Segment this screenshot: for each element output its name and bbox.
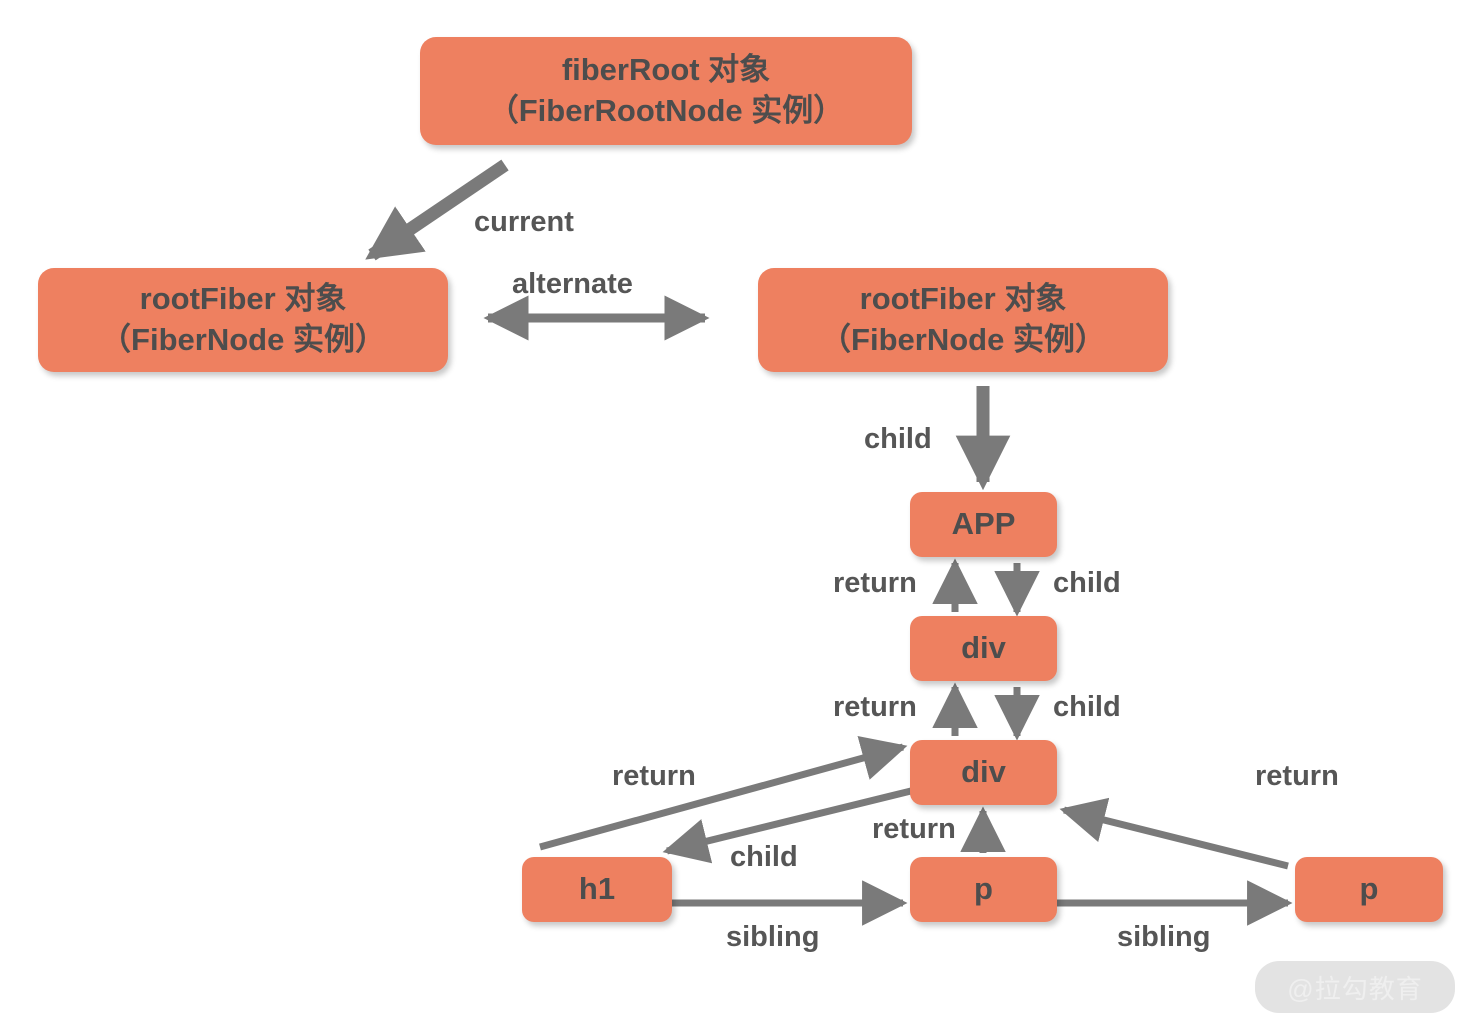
node-app-label: APP: [951, 506, 1016, 542]
node-div-outer[interactable]: div: [910, 616, 1057, 681]
edge-h1-return-arrow: [539, 735, 908, 851]
node-p-right[interactable]: p: [1295, 857, 1443, 922]
edge-label-div1-child: child: [1053, 691, 1121, 723]
node-root-fiber-right-line1: rootFiber 对象: [859, 281, 1067, 317]
edge-pright-return-arrow: [1059, 797, 1289, 870]
node-fiber-root-line1: fiberRoot 对象: [561, 52, 771, 88]
edge-label-root-child: child: [864, 423, 932, 455]
edge-label-div1-return: return: [833, 567, 917, 599]
node-root-fiber-left[interactable]: rootFiber 对象 （FiberNode 实例）: [38, 268, 448, 372]
edge-label-h1-sibling: sibling: [726, 921, 820, 953]
node-p-middle[interactable]: p: [910, 857, 1057, 922]
edge-label-h1-return: return: [612, 760, 696, 792]
node-div-outer-label: div: [961, 630, 1006, 666]
node-root-fiber-left-line2: （FiberNode 实例）: [100, 322, 386, 357]
edge-label-app-child: child: [1053, 567, 1121, 599]
edge-label-pmiddle-return: return: [872, 813, 956, 845]
node-root-fiber-right-line2: （FiberNode 实例）: [820, 322, 1106, 357]
edge-label-div2-child: child: [730, 841, 798, 873]
node-fiber-root-line2: （FiberRootNode 实例）: [487, 93, 845, 128]
edge-label-div2-return: return: [833, 691, 917, 723]
node-root-fiber-left-line1: rootFiber 对象: [139, 281, 347, 317]
node-fiber-root[interactable]: fiberRoot 对象 （FiberRootNode 实例）: [420, 37, 912, 145]
node-h1[interactable]: h1: [522, 857, 672, 922]
node-h1-label: h1: [578, 871, 616, 907]
edge-label-alternate: alternate: [512, 268, 633, 300]
watermark: @拉勾教育: [1255, 961, 1455, 1013]
node-p-middle-label: p: [974, 871, 993, 907]
node-div-inner[interactable]: div: [910, 740, 1057, 805]
edge-label-pright-return: return: [1255, 760, 1339, 792]
edge-label-current: current: [474, 206, 574, 238]
node-p-right-label: p: [1359, 871, 1379, 907]
node-div-inner-label: div: [961, 754, 1006, 790]
node-root-fiber-right[interactable]: rootFiber 对象 （FiberNode 实例）: [758, 268, 1168, 372]
node-app[interactable]: APP: [910, 492, 1057, 557]
edge-label-pmiddle-sibling: sibling: [1117, 921, 1211, 953]
